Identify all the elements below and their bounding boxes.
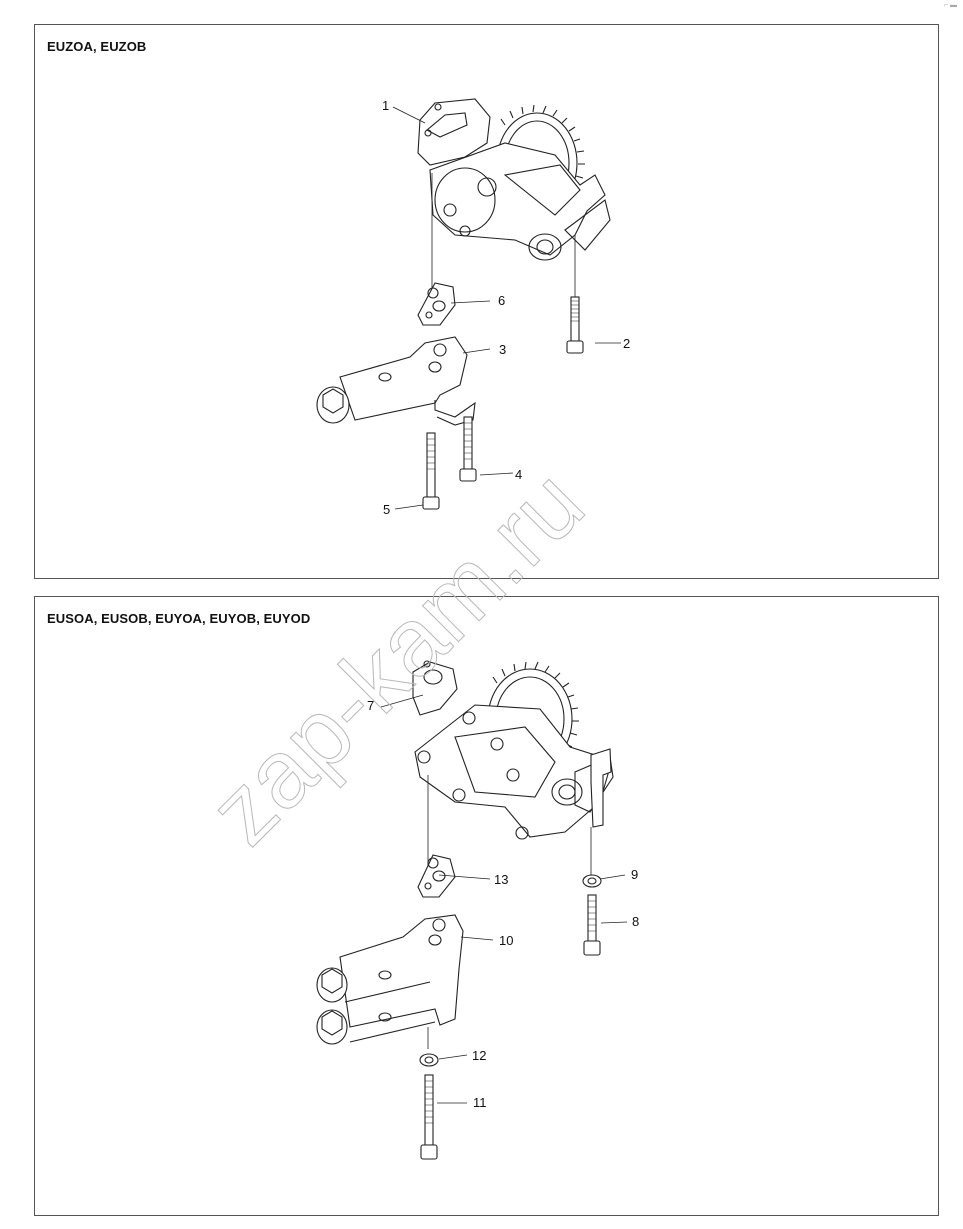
- bolt-11: [420, 1074, 438, 1160]
- bottom-oil-pump-drawing: [316, 660, 628, 1160]
- washer-9: [582, 874, 602, 888]
- callout-6: 6: [498, 293, 506, 308]
- callout-11: 11: [473, 1095, 487, 1110]
- top-panel-title: EUZOA, EUZOB: [47, 39, 147, 54]
- bolt-8: [583, 894, 601, 956]
- callout-8: 8: [632, 914, 640, 929]
- callout-5: 5: [383, 502, 391, 517]
- pump-flange-7: [412, 660, 458, 716]
- strainer-10: [316, 914, 464, 1045]
- callout-7: 7: [367, 698, 375, 713]
- callout-3: 3: [499, 342, 507, 357]
- callout-12: 12: [472, 1048, 487, 1063]
- callout-2: 2: [623, 336, 631, 351]
- strainer-3: [316, 336, 476, 426]
- bottom-panel-title: EUSOA, EUSOB, EUYOA, EUYOB, EUYOD: [47, 611, 311, 626]
- callout-10: 10: [499, 933, 514, 948]
- pump-body-bottom: [414, 704, 614, 840]
- gasket-13: [417, 854, 456, 898]
- bottom-diagram-panel: EUSOA, EUSOB, EUYOA, EUYOB, EUYOD: [34, 596, 939, 1216]
- top-leader-lines: [392, 106, 621, 510]
- top-oil-pump-drawing: [316, 98, 621, 510]
- bolt-2: [566, 296, 584, 354]
- callout-1: 1: [382, 98, 390, 113]
- top-diagram-panel: EUZOA, EUZOB: [34, 24, 939, 579]
- pump-flange-1: [417, 98, 491, 166]
- bolt-5: [422, 432, 440, 510]
- callout-13: 13: [494, 872, 509, 887]
- bottom-leader-lines: [380, 694, 628, 1104]
- gasket-6: [417, 282, 456, 326]
- callout-4: 4: [515, 467, 523, 482]
- washer-12: [419, 1053, 439, 1067]
- bolt-4: [459, 416, 477, 482]
- corner-mark: ⌐ ▬: [943, 2, 957, 9]
- pump-body: [429, 142, 611, 261]
- callout-9: 9: [631, 867, 639, 882]
